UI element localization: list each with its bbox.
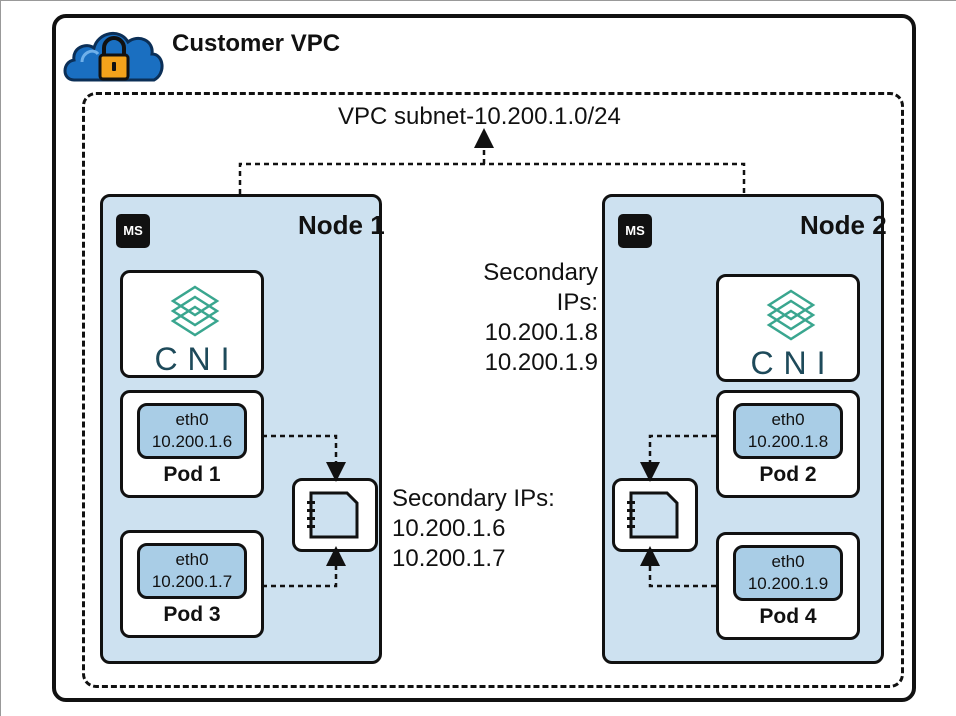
cni-label: CNI xyxy=(750,345,836,381)
pod-4-card: eth0 10.200.1.9 Pod 4 xyxy=(716,532,860,640)
node-2-secondary-ip-1: 10.200.1.8 xyxy=(484,319,598,346)
node-1-secondary-ip-1: 10.200.1.6 xyxy=(392,515,506,542)
cni-logo-icon xyxy=(170,285,220,337)
pod-1-eth: eth0 xyxy=(175,410,209,429)
pod-1-card: eth0 10.200.1.6 Pod 1 xyxy=(120,390,264,498)
cni-card-node-1: CNI xyxy=(120,270,264,378)
node-to-subnet-line xyxy=(238,162,746,194)
pod-2-interface: eth0 10.200.1.8 xyxy=(733,403,843,459)
pod-2-eth: eth0 xyxy=(771,410,805,429)
pod-3-eth: eth0 xyxy=(175,550,209,569)
pod-3-label: Pod 3 xyxy=(163,603,221,626)
pod-2-to-card-line xyxy=(640,434,716,482)
node-2-secondary-ips: Secondary IPs: 10.200.1.8 10.200.1.9 xyxy=(436,258,598,378)
pod-1-interface: eth0 10.200.1.6 xyxy=(137,403,247,459)
network-card-node-1 xyxy=(292,478,378,552)
pod-3-card: eth0 10.200.1.7 Pod 3 xyxy=(120,530,264,638)
pod-2-card: eth0 10.200.1.8 Pod 2 xyxy=(716,390,860,498)
frame-left-rule xyxy=(0,0,1,716)
pod-2-ip: 10.200.1.8 xyxy=(747,432,829,451)
pod-2-label: Pod 2 xyxy=(759,463,817,486)
cni-logo-icon xyxy=(766,289,816,341)
network-card-icon xyxy=(307,491,359,539)
pod-3-to-card-line xyxy=(262,546,346,588)
network-card-node-2 xyxy=(612,478,698,552)
cloud-lock-icon xyxy=(63,32,164,82)
ms-chip-icon: MS xyxy=(116,214,150,248)
pod-4-eth: eth0 xyxy=(771,552,805,571)
pod-4-ip: 10.200.1.9 xyxy=(747,574,829,593)
pod-4-label: Pod 4 xyxy=(759,605,817,628)
vpc-subnet-container xyxy=(82,92,904,688)
ms-chip-icon: MS xyxy=(618,214,652,248)
network-card-icon xyxy=(627,491,679,539)
node-1-secondary-heading: Secondary IPs: xyxy=(392,485,555,512)
node-1-secondary-ips: Secondary IPs: 10.200.1.6 10.200.1.7 xyxy=(392,484,555,574)
pod-3-ip: 10.200.1.7 xyxy=(151,572,233,591)
node-1-secondary-ip-2: 10.200.1.7 xyxy=(392,545,506,572)
pod-1-ip: 10.200.1.6 xyxy=(151,432,233,451)
pod-4-to-card-line xyxy=(640,546,716,588)
cni-label: CNI xyxy=(154,341,240,377)
node-2-title: Node 2 xyxy=(800,210,887,240)
subnet-label: VPC subnet-10.200.1.0/24 xyxy=(338,103,621,130)
vpc-title: Customer VPC xyxy=(172,30,341,57)
pod-3-interface: eth0 10.200.1.7 xyxy=(137,543,247,599)
node-2-secondary-heading: Secondary IPs: xyxy=(483,259,598,316)
pod-4-interface: eth0 10.200.1.9 xyxy=(733,545,843,601)
node-2-secondary-ip-2: 10.200.1.9 xyxy=(484,349,598,376)
pod-1-label: Pod 1 xyxy=(163,463,221,486)
pod-1-to-card-line xyxy=(262,434,346,482)
frame-top-rule xyxy=(0,0,956,1)
cni-card-node-2: CNI xyxy=(716,274,860,382)
node-1-title: Node 1 xyxy=(298,210,385,240)
